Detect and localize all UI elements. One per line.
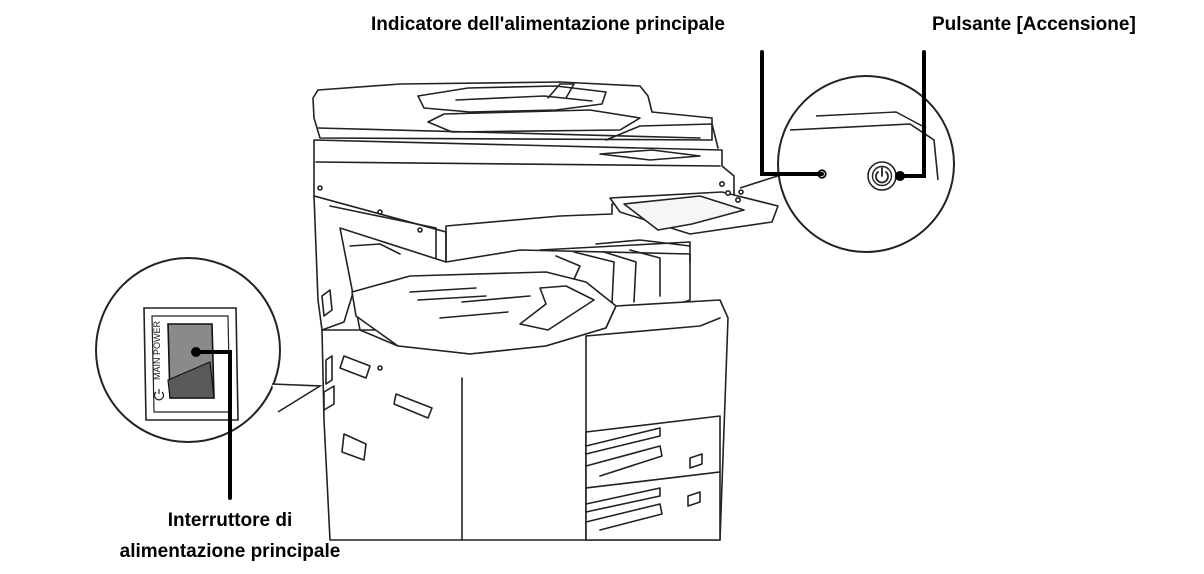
switch-label: MAIN POWER [152, 320, 162, 380]
label-power-button: Pulsante [Accensione] [932, 14, 1136, 35]
power-button-zoom [739, 75, 955, 253]
leader-line-main-switch [194, 350, 232, 500]
power-symbol-icon [153, 389, 165, 401]
label-main-power-indicator: Indicatore dell'alimentazione principale [371, 14, 725, 35]
label-main-power-switch-line2: alimentazione principale [119, 541, 341, 562]
main-switch-zoom: MAIN POWER [95, 257, 323, 443]
leader-line-power-button [898, 50, 926, 178]
label-main-power-switch-line1: Interruttore di [167, 510, 293, 531]
leader-line-indicator [760, 50, 824, 176]
power-icon[interactable] [875, 167, 889, 184]
touch-screen [623, 195, 745, 231]
label-main-power-switch: Interruttore di alimentazione principale [0, 505, 460, 567]
document-tray [417, 85, 607, 113]
